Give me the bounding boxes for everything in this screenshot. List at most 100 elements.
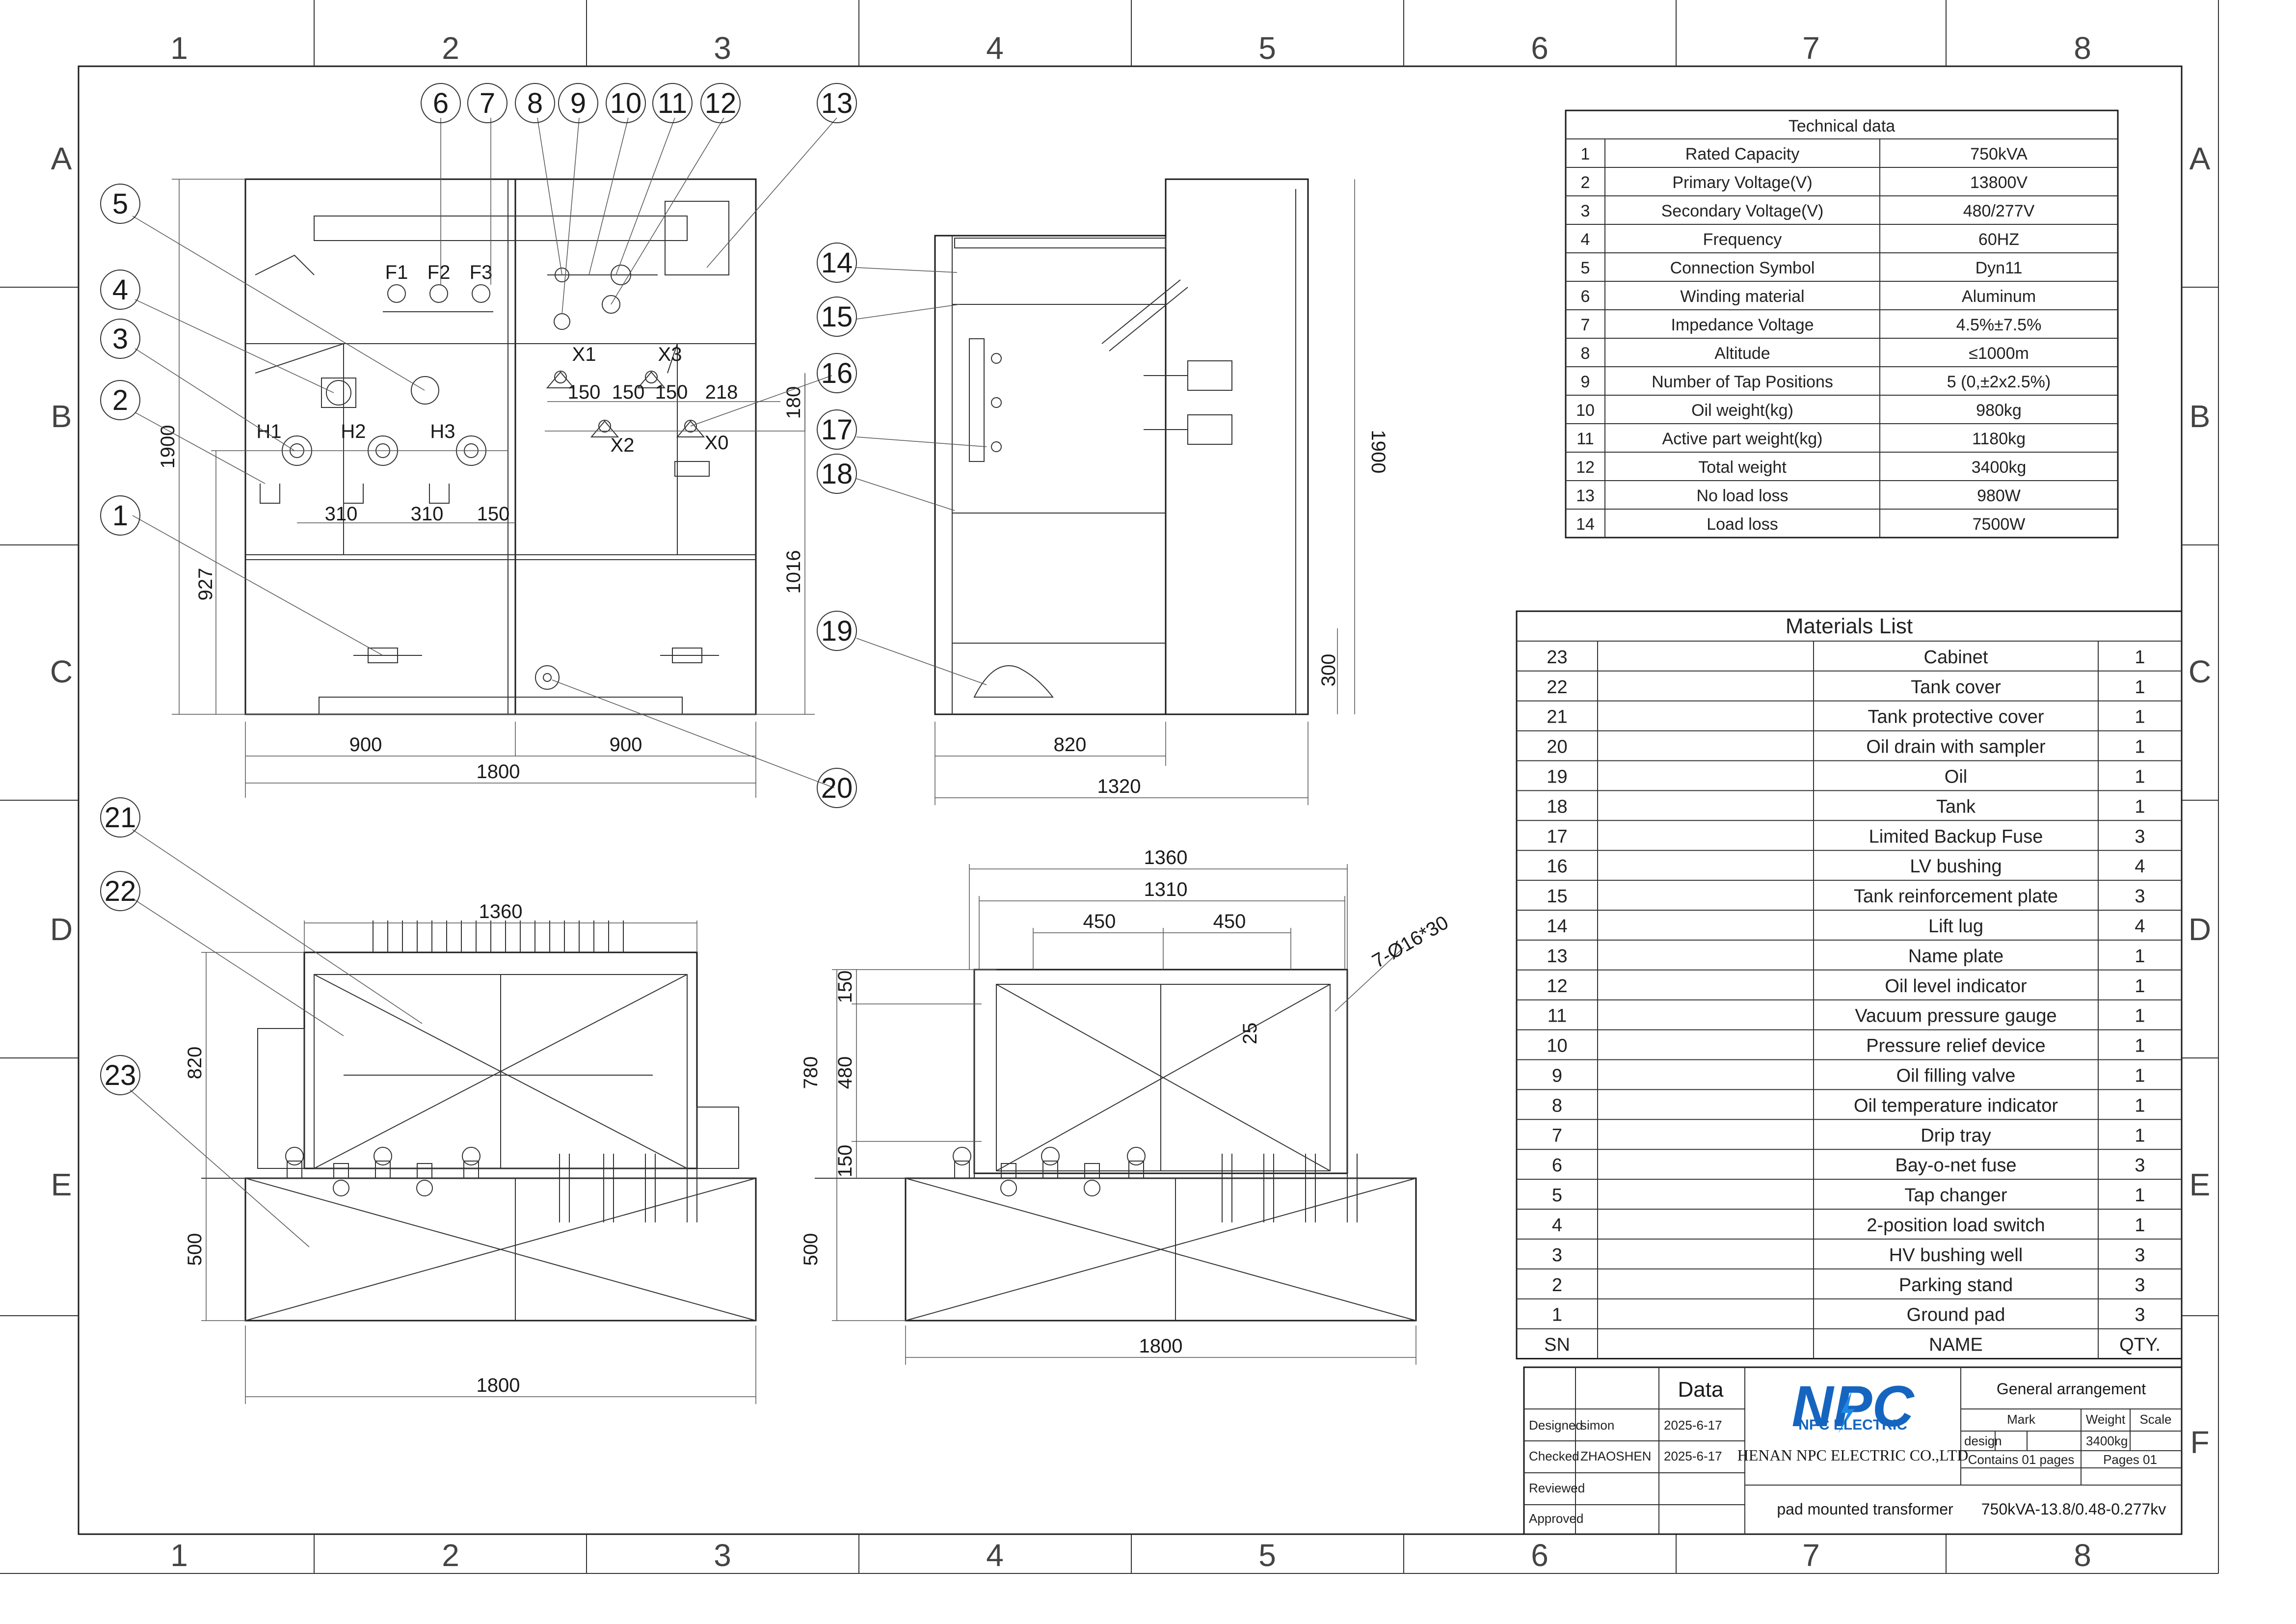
balloon-7: 7 <box>467 83 507 123</box>
tech-value: 5 (0,±2x2.5%) <box>1947 373 2051 391</box>
balloon-15: 15 <box>817 297 857 337</box>
balloon-label: 5 <box>112 188 128 220</box>
fuse-label-f3: F3 <box>470 262 493 283</box>
dim-side-height: 1900 <box>1367 430 1389 474</box>
balloon-9: 9 <box>558 83 598 123</box>
material-qty: 1 <box>2135 677 2145 698</box>
tech-value: 4.5%±7.5% <box>1956 316 2042 334</box>
balloon-label: 14 <box>821 247 853 279</box>
balloon-label: 21 <box>105 802 136 834</box>
zone-row-a-left: A <box>51 141 72 176</box>
balloon-20: 20 <box>817 768 857 808</box>
tech-no: 9 <box>1581 373 1590 391</box>
title-role-reviewed: Reviewed <box>1529 1481 1585 1495</box>
material-qty: 4 <box>2135 916 2145 937</box>
material-qty: 1 <box>2135 946 2145 967</box>
material-name: Tap changer <box>1904 1185 2007 1206</box>
tech-name: Total weight <box>1698 458 1787 477</box>
balloon-5: 5 <box>100 184 140 224</box>
material-qty: 1 <box>2135 647 2145 668</box>
title-person-designed: simon <box>1580 1418 1614 1433</box>
balloon-13: 13 <box>817 83 857 123</box>
material-sn: 2 <box>1552 1275 1562 1296</box>
material-sn: 21 <box>1547 707 1567 728</box>
hv-label-h3: H3 <box>430 421 455 442</box>
material-qty: 1 <box>2135 1095 2145 1116</box>
material-name: Cabinet <box>1924 647 1988 668</box>
hv-label-h2: H2 <box>341 421 366 442</box>
balloon-label: 23 <box>105 1059 136 1091</box>
zone-col-1-bottom: 1 <box>170 1538 188 1573</box>
material-name: Vacuum pressure gauge <box>1855 1006 2056 1027</box>
fuse-label-f2: F2 <box>427 262 451 283</box>
dim-front-hv-height: 927 <box>195 568 216 601</box>
dim-front-lv-top: 180 <box>783 386 804 419</box>
balloon-label: 9 <box>570 87 586 119</box>
balloon-label: 17 <box>821 414 853 446</box>
zone-row-f-right: F <box>2190 1425 2209 1460</box>
material-name: Lift lug <box>1928 916 1983 937</box>
balloon-label: 8 <box>527 87 543 119</box>
material-sn: 7 <box>1552 1125 1562 1146</box>
material-name: Drip tray <box>1921 1125 1991 1146</box>
balloon-3: 3 <box>100 319 140 359</box>
material-name: Tank <box>1936 796 1976 817</box>
tech-no: 4 <box>1581 230 1590 249</box>
dim-side-depth-820: 820 <box>1054 734 1087 756</box>
dim-hv-spacing-2: 310 <box>411 503 444 525</box>
tech-no: 7 <box>1581 316 1590 334</box>
balloon-label: 7 <box>480 87 495 119</box>
drawing-title: General arrangement <box>1997 1380 2146 1398</box>
zone-col-3-top: 3 <box>714 30 731 66</box>
tech-no: 2 <box>1581 173 1590 192</box>
tech-no: 12 <box>1576 458 1595 477</box>
title-date-checked: 2025-6-17 <box>1664 1449 1722 1463</box>
balloon-label: 2 <box>112 384 128 416</box>
balloon-label: 18 <box>821 458 853 490</box>
material-qty: 1 <box>2135 796 2145 817</box>
dim-front-half-left: 900 <box>349 734 382 756</box>
tech-value: 980kg <box>1976 401 2022 420</box>
dim-end-h150-bottom: 150 <box>834 1145 856 1178</box>
material-name: LV bushing <box>1910 856 2002 877</box>
material-qty: 1 <box>2135 1036 2145 1056</box>
dim-end-hole-note: 7-Ø16*30 <box>1368 912 1452 973</box>
lv-label-x2: X2 <box>611 434 635 456</box>
zone-col-5-bottom: 5 <box>1258 1538 1276 1573</box>
material-qty: 1 <box>2135 1006 2145 1027</box>
material-qty: 3 <box>2135 1275 2145 1296</box>
design-label: design <box>1964 1434 2002 1448</box>
zone-col-7-bottom: 7 <box>1802 1538 1820 1573</box>
material-sn: 18 <box>1547 796 1567 817</box>
zone-col-6-top: 6 <box>1531 30 1548 66</box>
title-date-designed: 2025-6-17 <box>1664 1418 1722 1433</box>
material-sn: 20 <box>1547 737 1567 758</box>
tech-name: Primary Voltage(V) <box>1672 173 1812 192</box>
tech-value: 7500W <box>1973 515 2026 534</box>
dim-end-spacing-b: 450 <box>1213 911 1246 932</box>
tech-no: 8 <box>1581 344 1590 363</box>
pages-count: Pages 01 <box>2103 1452 2157 1467</box>
balloon-label: 11 <box>658 87 687 119</box>
zone-col-2-top: 2 <box>442 30 459 66</box>
material-name: Tank protective cover <box>1868 707 2044 728</box>
dim-end-h150-top: 150 <box>834 971 856 1003</box>
dim-front-lv-height: 1016 <box>783 550 804 594</box>
dim-end-h480: 480 <box>834 1056 856 1089</box>
zone-row-d-right: D <box>2189 912 2211 947</box>
tech-value: 980W <box>1977 487 2021 505</box>
logo-caption: NPC ELECTRIC <box>1798 1417 1907 1433</box>
material-sn: 17 <box>1547 826 1567 847</box>
material-sn: 5 <box>1552 1185 1562 1206</box>
material-sn: 22 <box>1547 677 1567 698</box>
